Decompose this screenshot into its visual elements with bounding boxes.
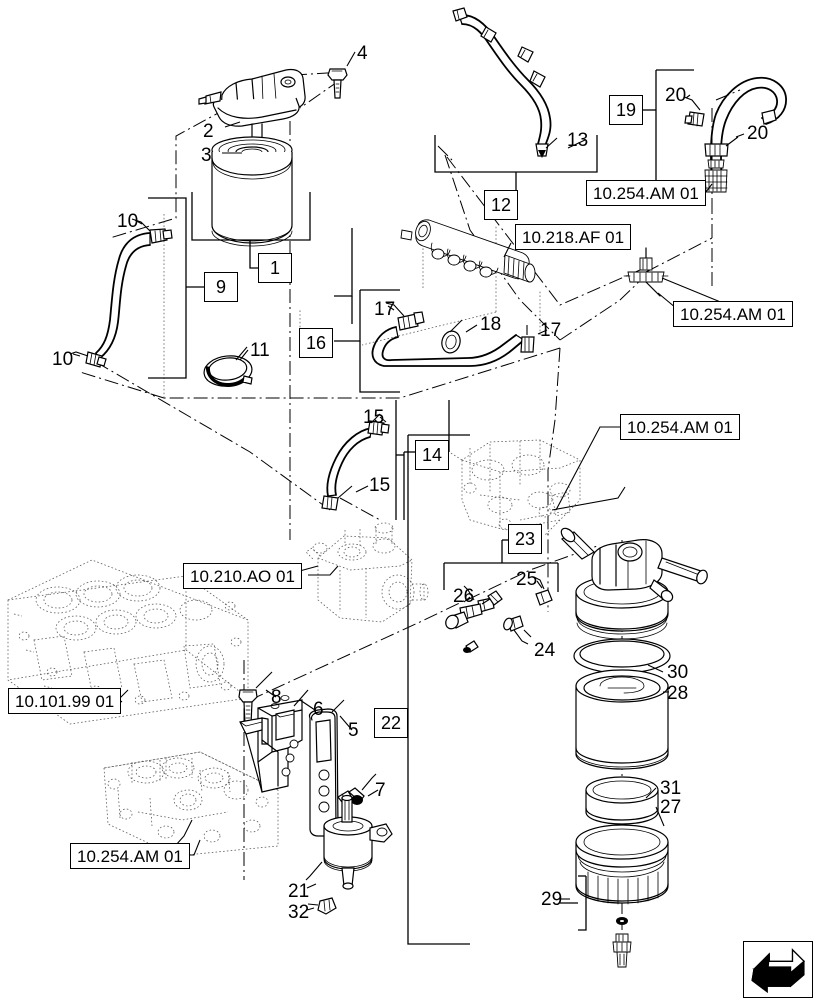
- item-number-6: 6: [313, 699, 324, 720]
- orientation-arrow-logo: [743, 941, 813, 998]
- item-number-25: 25: [516, 569, 538, 590]
- ref-box-10-254-am-01-bot[interactable]: 10.254.AM 01: [70, 843, 190, 869]
- item-number-26: 26: [453, 586, 475, 607]
- ref-box-10-218-af-01[interactable]: 10.218.AF 01: [515, 224, 632, 250]
- priming-pump-item-21: [305, 794, 393, 915]
- item-number-15a: 15: [363, 407, 385, 428]
- item-number-13: 13: [567, 130, 589, 151]
- item-number-31: 31: [660, 778, 682, 799]
- group-box-1[interactable]: 1: [258, 253, 292, 283]
- item-number-17b: 17: [540, 320, 562, 341]
- item-number-11: 11: [250, 340, 270, 361]
- item-number-3: 3: [201, 145, 212, 166]
- item-number-8: 8: [271, 687, 282, 708]
- intake-manifold-phantom: [437, 439, 626, 536]
- item-number-20a: 20: [665, 85, 687, 106]
- ref-box-10-254-am-01-mid[interactable]: 10.254.AM 01: [673, 301, 793, 327]
- number-leaders: [72, 94, 745, 911]
- item-number-7: 7: [375, 780, 386, 801]
- hose-assembly-group-9: [69, 218, 173, 368]
- item-number-17a: 17: [374, 299, 396, 320]
- cylinder-head-phantom: [7, 559, 249, 725]
- group-box-16[interactable]: 16: [299, 328, 333, 358]
- group-box-12[interactable]: 12: [484, 190, 518, 220]
- item-number-21: 21: [288, 881, 310, 902]
- connector-stack-mid: [623, 247, 677, 309]
- hose-assembly-group-19: [683, 76, 787, 193]
- ref-box-10-254-am-01-right[interactable]: 10.254.AM 01: [620, 414, 740, 440]
- oring-item-11: [203, 346, 253, 387]
- ref-box-10-210-ao-01[interactable]: 10.210.AO 01: [183, 563, 302, 589]
- group-box-9[interactable]: 9: [204, 272, 238, 302]
- item-number-32: 32: [288, 902, 310, 923]
- item-number-24: 24: [534, 640, 556, 661]
- group-box-14[interactable]: 14: [415, 440, 449, 470]
- ref-box-10-254-am-01-top[interactable]: 10.254.AM 01: [586, 180, 706, 206]
- orientation-arrow-icon: [751, 948, 806, 994]
- item-number-10b: 10: [52, 349, 74, 370]
- ref-box-10-101-99-01[interactable]: 10.101.99 01: [8, 688, 122, 714]
- item-number-2: 2: [203, 121, 214, 142]
- item-number-30: 30: [667, 662, 689, 683]
- hose-assembly-group-14: [321, 413, 390, 511]
- common-rail-assembly: [400, 219, 536, 283]
- item-number-4: 4: [357, 43, 368, 64]
- secondary-fuel-filter-assembly: [445, 527, 708, 968]
- exhaust-manifold-phantom: [103, 751, 279, 857]
- injection-pump-phantom: [295, 522, 429, 623]
- item-number-29: 29: [541, 889, 563, 910]
- bolt-item-4: [327, 51, 356, 99]
- fuel-filter-assembly-group-1: [198, 68, 306, 247]
- item-number-10a: 10: [117, 211, 139, 232]
- group-box-19[interactable]: 19: [609, 95, 643, 125]
- item-number-27: 27: [660, 797, 682, 818]
- bracket-assembly: [238, 671, 377, 837]
- item-number-15b: 15: [369, 475, 391, 496]
- item-number-5: 5: [348, 720, 359, 741]
- item-number-18: 18: [480, 314, 502, 335]
- hose-assembly-group-16: [371, 302, 535, 367]
- item-number-20b: 20: [747, 123, 769, 144]
- item-number-28: 28: [667, 683, 689, 704]
- hose-assembly-group-12: [452, 7, 558, 158]
- group-box-23[interactable]: 23: [508, 524, 542, 554]
- group-box-22[interactable]: 22: [374, 708, 408, 738]
